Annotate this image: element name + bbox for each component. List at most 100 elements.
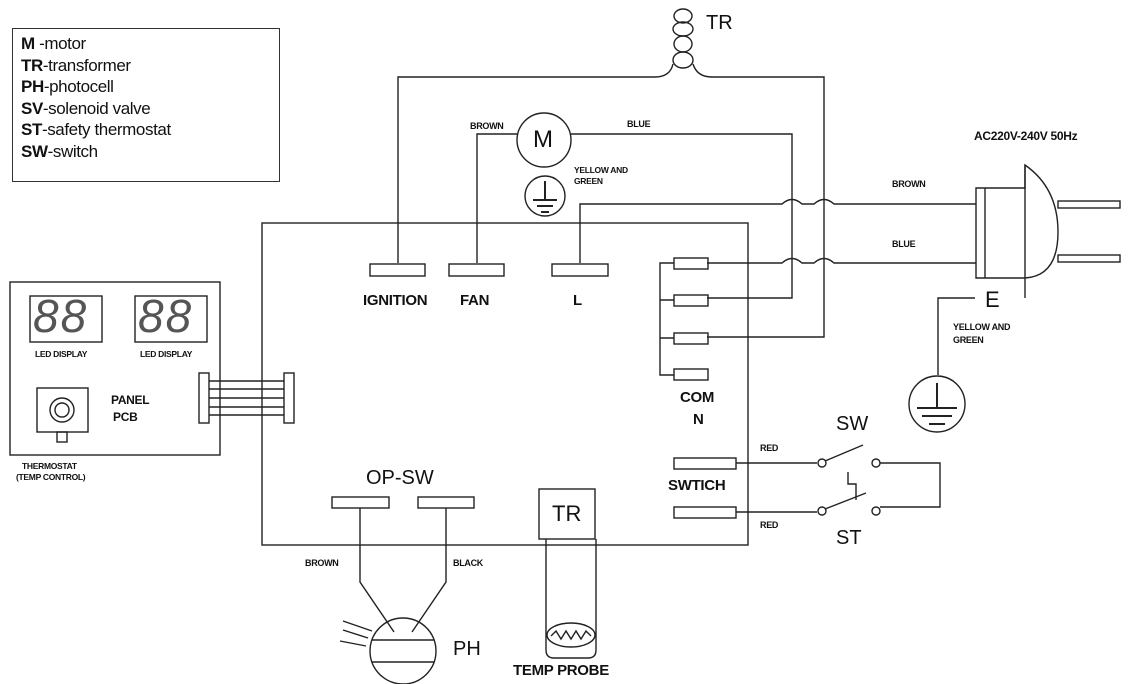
power-supply-label: AC220V-240V 50Hz: [974, 129, 1078, 143]
st-blade: [824, 492, 867, 510]
legend-row-motor: M -motor: [21, 33, 279, 55]
com-bus: [659, 262, 674, 376]
panel-pcb-label-1: PANEL: [111, 393, 150, 407]
photocell-circle: [369, 617, 437, 684]
photocell-light-rays: [339, 620, 373, 647]
motor-ground-symbol: [533, 181, 557, 213]
st-contact-right: [871, 506, 881, 516]
terminal-right-3: [673, 332, 709, 345]
legend-box: M -motor TR-transformer PH-photocell SV-…: [12, 28, 280, 182]
plug-pin-top: [1057, 200, 1121, 209]
terminal-op-sw-right: [417, 496, 475, 509]
earth-symbol-label: E: [985, 287, 1000, 312]
legend-sep: -: [47, 141, 54, 161]
terminal-com-label: COM: [680, 389, 715, 406]
legend-desc: switch: [52, 141, 98, 161]
motor-symbol: M: [533, 126, 553, 153]
terminal-n-label: N: [693, 411, 704, 428]
legend-desc: solenoid valve: [48, 98, 151, 118]
thermostat-base: [56, 431, 68, 443]
legend-desc: safety thermostat: [47, 120, 171, 139]
panel-outline: [9, 281, 221, 456]
temp-transformer-box: [538, 488, 596, 540]
terminal-l: [551, 263, 609, 277]
ribbon-connector-left: [198, 372, 210, 424]
transformer-top-coil-4: [672, 51, 694, 69]
terminal-switch-top: [673, 457, 737, 470]
transformer-top-label: TR: [706, 12, 733, 34]
plug-body: [975, 163, 1059, 279]
wire-motor-blue: [571, 133, 793, 299]
thermostat-knob-outer: [49, 397, 75, 423]
led-display-left-frame: [29, 295, 103, 343]
temp-transformer-label: TR: [552, 501, 582, 526]
ribbon-cable: [209, 380, 284, 416]
earth-ground-circle: [908, 375, 966, 433]
led-display-right-digits: 88: [138, 290, 194, 342]
legend-code: PH: [21, 77, 44, 96]
st-label: ST: [836, 527, 862, 549]
legend-row-photocell: PH-photocell: [21, 76, 279, 98]
terminal-ignition-label: IGNITION: [363, 292, 428, 309]
st-contact-left: [817, 506, 827, 516]
terminal-right-2: [673, 294, 709, 307]
wire-sw-st-link: [880, 462, 941, 508]
power-wire-brown-label: BROWN: [892, 179, 926, 189]
sw-blade: [824, 444, 864, 462]
legend-row-solenoid-valve: SV-solenoid valve: [21, 98, 279, 120]
wire-motor-brown: [476, 133, 517, 263]
wire-transformer-left: [397, 63, 674, 263]
legend-sep: -: [41, 120, 48, 139]
terminal-fan: [448, 263, 505, 277]
transformer-top-coil-1: [673, 8, 693, 24]
switch-wire-red-bottom-label: RED: [760, 520, 779, 530]
wire-earth: [937, 297, 975, 375]
motor-wire-brown-label: BROWN: [470, 121, 504, 131]
legend-code: SV: [21, 98, 43, 118]
op-sw-label: OP-SW: [366, 467, 434, 489]
thermostat-knob-housing: [36, 387, 89, 433]
legend-sep: -: [34, 34, 45, 53]
earth-wire-label-2: GREEN: [953, 335, 984, 345]
terminal-fan-label: FAN: [460, 292, 490, 309]
power-wire-blue-label: BLUE: [892, 239, 916, 249]
led-display-left-label: LED DISPLAY: [35, 349, 88, 359]
op-sw-wire-brown-label: BROWN: [305, 558, 339, 568]
temp-probe-tube: [545, 539, 597, 659]
thermostat-knob-inner: [54, 402, 70, 418]
terminal-right-1: [673, 257, 709, 270]
terminal-ignition: [369, 263, 426, 277]
transformer-top-coil-3: [673, 35, 693, 53]
motor-ground-circle: [524, 175, 566, 217]
terminal-l-label: L: [573, 292, 582, 309]
control-board-outline: [261, 222, 749, 546]
legend-sep: -: [42, 98, 49, 118]
transformer-top-coil-2: [672, 21, 694, 37]
motor-ground-label-2: GREEN: [574, 176, 603, 186]
temp-probe-label: TEMP PROBE: [513, 662, 609, 679]
legend-sep: -: [42, 55, 49, 75]
legend-row-switch: SW-switch: [21, 141, 279, 163]
wire-op-sw-black: [411, 508, 447, 633]
legend-desc: motor: [44, 34, 86, 53]
legend-code: ST: [21, 120, 42, 139]
legend-code: TR: [21, 55, 43, 75]
sw-label: SW: [836, 413, 869, 435]
panel-pcb-label-2: PCB: [113, 410, 138, 424]
temp-probe-resistor: [550, 629, 592, 641]
legend-sep: -: [43, 77, 50, 96]
motor-wire-blue-label: BLUE: [627, 119, 651, 129]
terminal-switch-label: SWTICH: [668, 477, 726, 494]
earth-ground-symbol: [917, 383, 957, 425]
led-display-right-frame: [134, 295, 208, 343]
legend-code: M: [21, 34, 35, 53]
legend-desc: photocell: [49, 77, 114, 96]
op-sw-wire-black-label: BLACK: [453, 558, 483, 568]
thermostat-label-1: THERMOSTAT: [22, 461, 77, 471]
legend-code: SW: [21, 141, 48, 161]
switch-wire-red-top-label: RED: [760, 443, 779, 453]
led-display-right-label: LED DISPLAY: [140, 349, 193, 359]
legend-desc: transformer: [48, 55, 131, 75]
